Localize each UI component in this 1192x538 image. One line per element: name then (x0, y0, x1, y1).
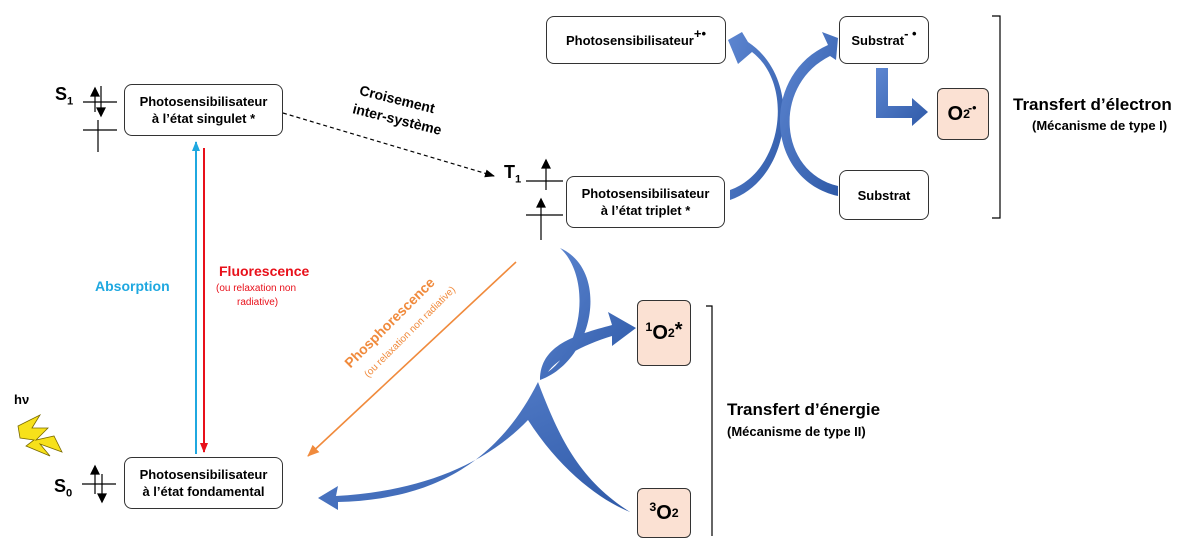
photosensitizer-cation-box: Photosensibilisateur+• (546, 16, 726, 64)
ground-box-line1: Photosensibilisateur (139, 467, 268, 482)
electron-transfer-subtitle: (Mécanisme de type I) (1032, 118, 1168, 133)
fluorescence-note-line1: (ou relaxation non (216, 283, 297, 294)
singlet-oxygen-sup: 1 (645, 320, 653, 334)
superoxide-subscript: 2 (963, 107, 970, 121)
ground-state-box: Photosensibilisateur à l’état fondamenta… (124, 457, 283, 509)
t1-letter: T (504, 162, 515, 182)
s1-subscript: 1 (67, 95, 74, 108)
fluorescence-note-line2: radiative) (237, 297, 279, 308)
singlet-box-line2: à l’état singulet * (151, 111, 256, 126)
singlet-box-line1: Photosensibilisateur (139, 94, 268, 109)
t1-subscript: 1 (515, 173, 522, 186)
electron-transfer-arrow-right (779, 32, 838, 196)
superoxide-formation-arrow (876, 68, 928, 126)
singlet-oxygen-star: * (674, 318, 683, 341)
superoxide-charge: -• (968, 101, 977, 115)
electron-transfer-bracket (992, 15, 1001, 219)
electron-transfer-title: Transfert d’électron (1013, 95, 1172, 114)
t1-label: T1 (504, 162, 521, 186)
triplet-state-box: Photosensibilisateur à l’état triplet * (566, 176, 725, 228)
substrat-label: Substrat (857, 187, 911, 203)
substrat-anion-charge: - • (904, 25, 917, 41)
triplet-box-line1: Photosensibilisateur (581, 186, 710, 201)
fluorescence-label: Fluorescence (219, 263, 310, 279)
energy-transfer-subtitle: (Mécanisme de type II) (727, 424, 866, 439)
energy-transfer-title: Transfert d’énergie (727, 400, 881, 419)
absorption-label: Absorption (95, 278, 170, 294)
s0-label: S0 (54, 476, 72, 500)
s1-label: S1 (55, 84, 73, 108)
substrat-anion-label: Substrat (851, 32, 905, 48)
s0-letter: S (54, 476, 67, 496)
electron-transfer-arrow-left (728, 32, 784, 200)
s1-spin-levels (83, 86, 117, 152)
ground-box-line2: à l’état fondamental (142, 484, 265, 499)
ps-cation-label: Photosensibilisateur (565, 32, 694, 48)
superoxide-o: O (947, 102, 964, 125)
singlet-oxygen-subscript: 2 (667, 326, 675, 340)
triplet-box-line2: à l’état triplet * (600, 203, 691, 218)
isc-arrow (282, 112, 495, 178)
phosphorescence-arrow (307, 261, 517, 457)
singlet-state-box: Photosensibilisateur à l’état singulet * (124, 84, 283, 136)
ps-cation-charge: +• (693, 25, 707, 41)
triplet-oxygen-sup: 3 (649, 500, 657, 514)
energy-transfer-arrow-down (318, 382, 630, 512)
t1-spin-levels (526, 158, 563, 240)
s1-letter: S (55, 84, 68, 104)
energy-transfer-arrow-up (540, 248, 636, 380)
triplet-oxygen-subscript: 2 (671, 506, 679, 520)
substrat-box: Substrat (839, 170, 929, 220)
substrat-anion-box: Substrat- • (839, 16, 929, 64)
hv-label: hν (14, 392, 30, 407)
singlet-oxygen-o: O (652, 321, 668, 344)
s0-spin-levels (82, 464, 116, 504)
energy-transfer-bracket (706, 305, 713, 536)
lightning-bolt-icon (17, 414, 63, 457)
triplet-oxygen-o: O (656, 501, 672, 524)
s0-subscript: 0 (66, 487, 73, 500)
